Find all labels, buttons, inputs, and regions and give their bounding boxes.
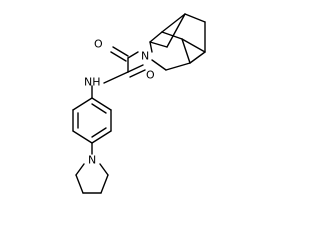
bond-cage5-cage8 bbox=[189, 51, 206, 64]
bond-n-cage1 bbox=[149, 41, 153, 53]
bond-cage2-cage3 bbox=[166, 13, 186, 48]
bond-ring-a bbox=[72, 97, 93, 111]
bond-cage3-cage7 bbox=[161, 13, 186, 33]
bond-c1-n bbox=[127, 51, 139, 59]
bond-ring-f-inner bbox=[91, 103, 107, 114]
bond-cage6-cage8 bbox=[181, 38, 191, 64]
bond-lines bbox=[72, 13, 206, 194]
atom-labels: O N O NH N bbox=[84, 38, 155, 167]
bond-cage7-cage1 bbox=[149, 31, 163, 43]
atom-nitrogen-ring: N bbox=[141, 50, 149, 63]
bond-c2-nh bbox=[103, 71, 129, 84]
bond-cage6-cage7 bbox=[161, 31, 183, 40]
bond-pyr-a bbox=[75, 163, 85, 176]
atom-amide-nh: NH bbox=[84, 76, 101, 89]
bond-pyr-d bbox=[100, 174, 109, 194]
bond-c2-o2b bbox=[129, 69, 146, 78]
bond-pyr-b bbox=[75, 174, 84, 194]
atom-oxygen-amide: O bbox=[146, 69, 155, 82]
bond-cage5-cage6 bbox=[181, 38, 206, 53]
bond-c1-o1b bbox=[110, 51, 127, 62]
bond-c2-o2a bbox=[127, 64, 144, 73]
bond-ring-c bbox=[72, 130, 93, 144]
bond-pyr-e bbox=[99, 163, 109, 176]
bond-cage9-n bbox=[151, 59, 167, 71]
bond-ring-d-inner bbox=[91, 127, 107, 138]
bond-c1-o1a bbox=[112, 46, 129, 57]
bond-ring-f bbox=[91, 97, 112, 111]
bond-ring-d bbox=[91, 130, 112, 144]
bond-cage3-cage4 bbox=[184, 13, 206, 23]
atom-nitrogen-pyrrolidine: N bbox=[88, 154, 96, 167]
chemical-structure: O N O NH N bbox=[72, 13, 206, 194]
atom-oxygen-ketone: O bbox=[94, 38, 103, 51]
bond-cage8-cage9 bbox=[165, 62, 191, 71]
bond-cage1-cage2 bbox=[149, 41, 168, 48]
